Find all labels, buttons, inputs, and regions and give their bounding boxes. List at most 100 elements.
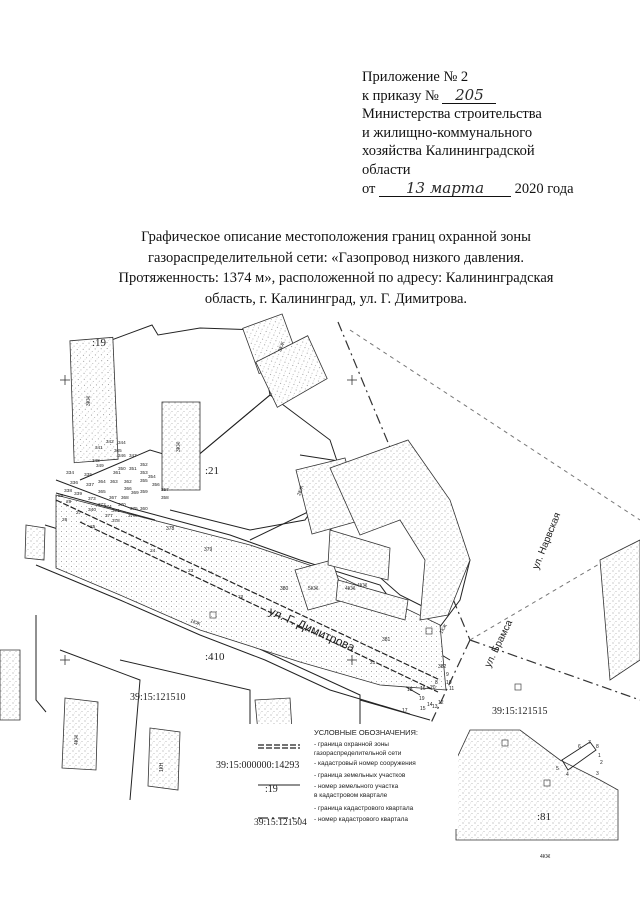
point-label: 334 bbox=[66, 470, 74, 476]
heading-line2: газораспределительной сети: «Газопровод … bbox=[148, 249, 524, 266]
building-tag: 2КЖ bbox=[296, 485, 305, 497]
point-label: 380 bbox=[280, 586, 289, 592]
legend-item: в кадастровом квартале bbox=[314, 792, 388, 799]
parcel-label-21: :21 bbox=[205, 465, 219, 477]
point-label: 342 bbox=[106, 439, 114, 444]
grid-crosshairs bbox=[60, 375, 357, 665]
point-label: 382 bbox=[438, 664, 447, 670]
point-label: 25 bbox=[90, 524, 96, 530]
legend-sample-structure: 39:15:000000:14293 bbox=[216, 760, 299, 771]
utility-markers bbox=[209, 611, 551, 787]
point-label: 18 bbox=[407, 687, 413, 693]
building-tag: 4КЖ bbox=[74, 734, 80, 745]
point-label: 6 bbox=[578, 744, 581, 750]
point-label: 10 bbox=[446, 680, 452, 686]
point-label: 363 bbox=[110, 479, 118, 484]
legend-sample-parcel: :19 bbox=[265, 784, 278, 795]
point-label: 2 bbox=[600, 760, 603, 766]
point-label: 344 bbox=[118, 440, 126, 445]
point-label: 16 bbox=[420, 686, 426, 692]
point-label: 350 bbox=[118, 466, 126, 471]
building-tag: 1КЖ bbox=[439, 623, 450, 635]
point-label: 375 bbox=[130, 506, 138, 511]
point-labels-east: 378 379 380 381 382 9 10 11 12 13 14 15 … bbox=[166, 526, 454, 714]
point-labels-nw: 341 342 344 345 346 347 348 349 350 351 … bbox=[88, 439, 169, 523]
point-label: 21 bbox=[370, 660, 376, 666]
point-label: 378 bbox=[166, 526, 175, 532]
heading-line1: Графическое описание местоположения гран… bbox=[141, 229, 531, 245]
building-tag: 4КЖ bbox=[357, 583, 368, 589]
point-label: 337 bbox=[86, 482, 94, 488]
point-label: 340 bbox=[88, 507, 96, 513]
building-tag: 3КЖ bbox=[86, 395, 92, 406]
point-label: 29 bbox=[66, 499, 72, 505]
point-label: 8 bbox=[435, 680, 438, 686]
legend-item: - номер земельного участка bbox=[314, 783, 399, 790]
point-label: 356 bbox=[152, 482, 160, 487]
point-label: 336 bbox=[70, 480, 78, 486]
point-label: 351 bbox=[129, 466, 137, 471]
point-label: 365 bbox=[98, 489, 106, 494]
point-label: 373 bbox=[88, 496, 96, 501]
heading-line4: область, г. Калининград, ул. Г. Димитров… bbox=[204, 290, 468, 307]
legend-sample-quarter: 39:15:121504 bbox=[254, 818, 307, 828]
point-label: 357 bbox=[161, 487, 169, 492]
point-labels-west: 334 335 336 337 338 339 340 29 28 27 26 … bbox=[58, 470, 376, 666]
point-label: 3 bbox=[596, 771, 599, 777]
map-legend: УСЛОВНЫЕ ОБОЗНАЧЕНИЯ: - граница охранной… bbox=[206, 724, 458, 829]
point-label: 376 bbox=[128, 513, 136, 518]
parcel-label-410: :410 bbox=[205, 651, 225, 663]
point-label: 22 bbox=[238, 594, 244, 600]
point-label: 23 bbox=[188, 568, 194, 574]
street-dimitrova-corridor bbox=[55, 492, 447, 693]
point-label: 8 bbox=[596, 744, 599, 750]
point-label: 364 bbox=[98, 479, 106, 484]
point-label: 27 bbox=[76, 510, 82, 516]
point-label: 359 bbox=[140, 489, 148, 494]
point-label: 4 bbox=[566, 772, 569, 778]
point-label: 368 bbox=[121, 495, 129, 500]
date-prefix: от bbox=[362, 180, 376, 197]
street-label-narvskaya: ул. Нарвская bbox=[531, 511, 564, 571]
point-label: 20 bbox=[430, 685, 436, 691]
point-label: 26 bbox=[62, 517, 68, 523]
point-label: 360 bbox=[140, 506, 148, 511]
point-label: 369 bbox=[131, 490, 139, 495]
building-tags: 3КЖ 3КЖ 3КЖ 2КЖ 4КЖ 5КЖ 1КЖ 1КЖ 4КЖ 1КН … bbox=[74, 341, 551, 860]
appendix-line2: к приказу № 205 bbox=[362, 87, 622, 106]
legend-item: - номер кадастрового квартала bbox=[314, 816, 408, 823]
point-label: 28 bbox=[58, 493, 64, 499]
point-label: 347 bbox=[129, 453, 137, 458]
point-label: 339 bbox=[74, 491, 82, 497]
point-label: 362 bbox=[124, 479, 132, 484]
point-label: 370 bbox=[118, 502, 126, 507]
legend-item: - граница земельных участков bbox=[314, 772, 406, 779]
point-label: 338 bbox=[64, 488, 72, 494]
point-label: 17 bbox=[402, 708, 408, 714]
point-label: 372 bbox=[98, 502, 106, 507]
cadastral-map: 3КЖ 3КЖ 3КЖ 2КЖ 4КЖ 5КЖ 1КЖ 1КЖ 4КЖ 1КН … bbox=[0, 313, 640, 860]
point-label: 341 bbox=[95, 445, 103, 450]
document-heading: Графическое описание местоположения гран… bbox=[80, 227, 592, 309]
point-label: 381 bbox=[382, 637, 391, 643]
point-label: 11 bbox=[449, 686, 454, 692]
quarter-label-121515: 39:15:121515 bbox=[492, 706, 548, 717]
quarter-label-121510: 39:15:121510 bbox=[130, 692, 186, 703]
corner-detail: 6 7 8 1 2 3 4 5 bbox=[556, 740, 603, 778]
appendix-line1: Приложение № 2 bbox=[362, 69, 469, 85]
building-tag: 5КЖ bbox=[308, 586, 319, 592]
appendix-order-prefix: к приказу № bbox=[362, 87, 439, 104]
handwritten-order-number: 205 bbox=[442, 87, 497, 104]
building-tag: 3КЖ bbox=[277, 341, 286, 353]
heading-line3: Протяженность: 1374 м», расположенной по… bbox=[118, 270, 554, 286]
street-label-bramsa: ул. Брамса bbox=[483, 618, 516, 669]
legend-title: УСЛОВНЫЕ ОБОЗНАЧЕНИЯ: bbox=[314, 728, 418, 737]
building-tag: 1КН bbox=[159, 762, 165, 772]
point-label: 352 bbox=[140, 462, 148, 467]
point-label: 1 bbox=[598, 753, 601, 759]
point-label: 13 bbox=[432, 704, 438, 710]
parcel-label-81: :81 bbox=[537, 811, 551, 823]
point-label: 355 bbox=[140, 478, 148, 483]
point-label: 12 bbox=[438, 700, 444, 706]
point-label: 371 bbox=[112, 508, 120, 513]
